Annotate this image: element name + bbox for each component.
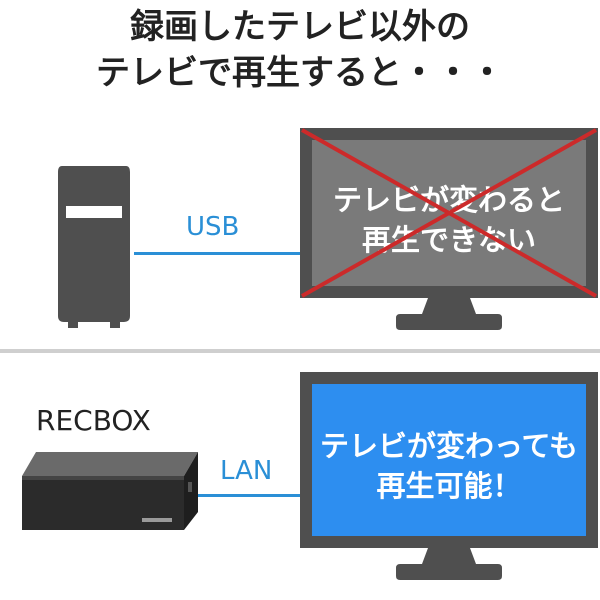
title: 録画したテレビ以外の テレビで再生すると・・・ bbox=[0, 4, 600, 96]
recbox-device-icon bbox=[22, 452, 198, 530]
usb-cable bbox=[134, 252, 304, 255]
tv-icon bbox=[300, 372, 598, 580]
lan-cable bbox=[198, 494, 304, 497]
title-line-1: 録画したテレビ以外の bbox=[130, 7, 470, 47]
recbox-label: RECBOX bbox=[36, 404, 151, 437]
top-screen-line-2: 再生できない bbox=[361, 223, 536, 257]
usb-label: USB bbox=[186, 212, 240, 242]
lan-label: LAN bbox=[220, 456, 273, 486]
divider bbox=[0, 349, 600, 353]
bottom-screen-line-2: 再生可能！ bbox=[376, 469, 522, 503]
bottom-screen-line-1: テレビが変わっても bbox=[319, 429, 579, 463]
usb-hdd-icon bbox=[58, 166, 130, 328]
title-line-2: テレビで再生すると・・・ bbox=[96, 53, 504, 93]
cross-mark-icon bbox=[301, 128, 597, 298]
bottom-screen-text: テレビが変わっても 再生可能！ bbox=[312, 426, 586, 506]
